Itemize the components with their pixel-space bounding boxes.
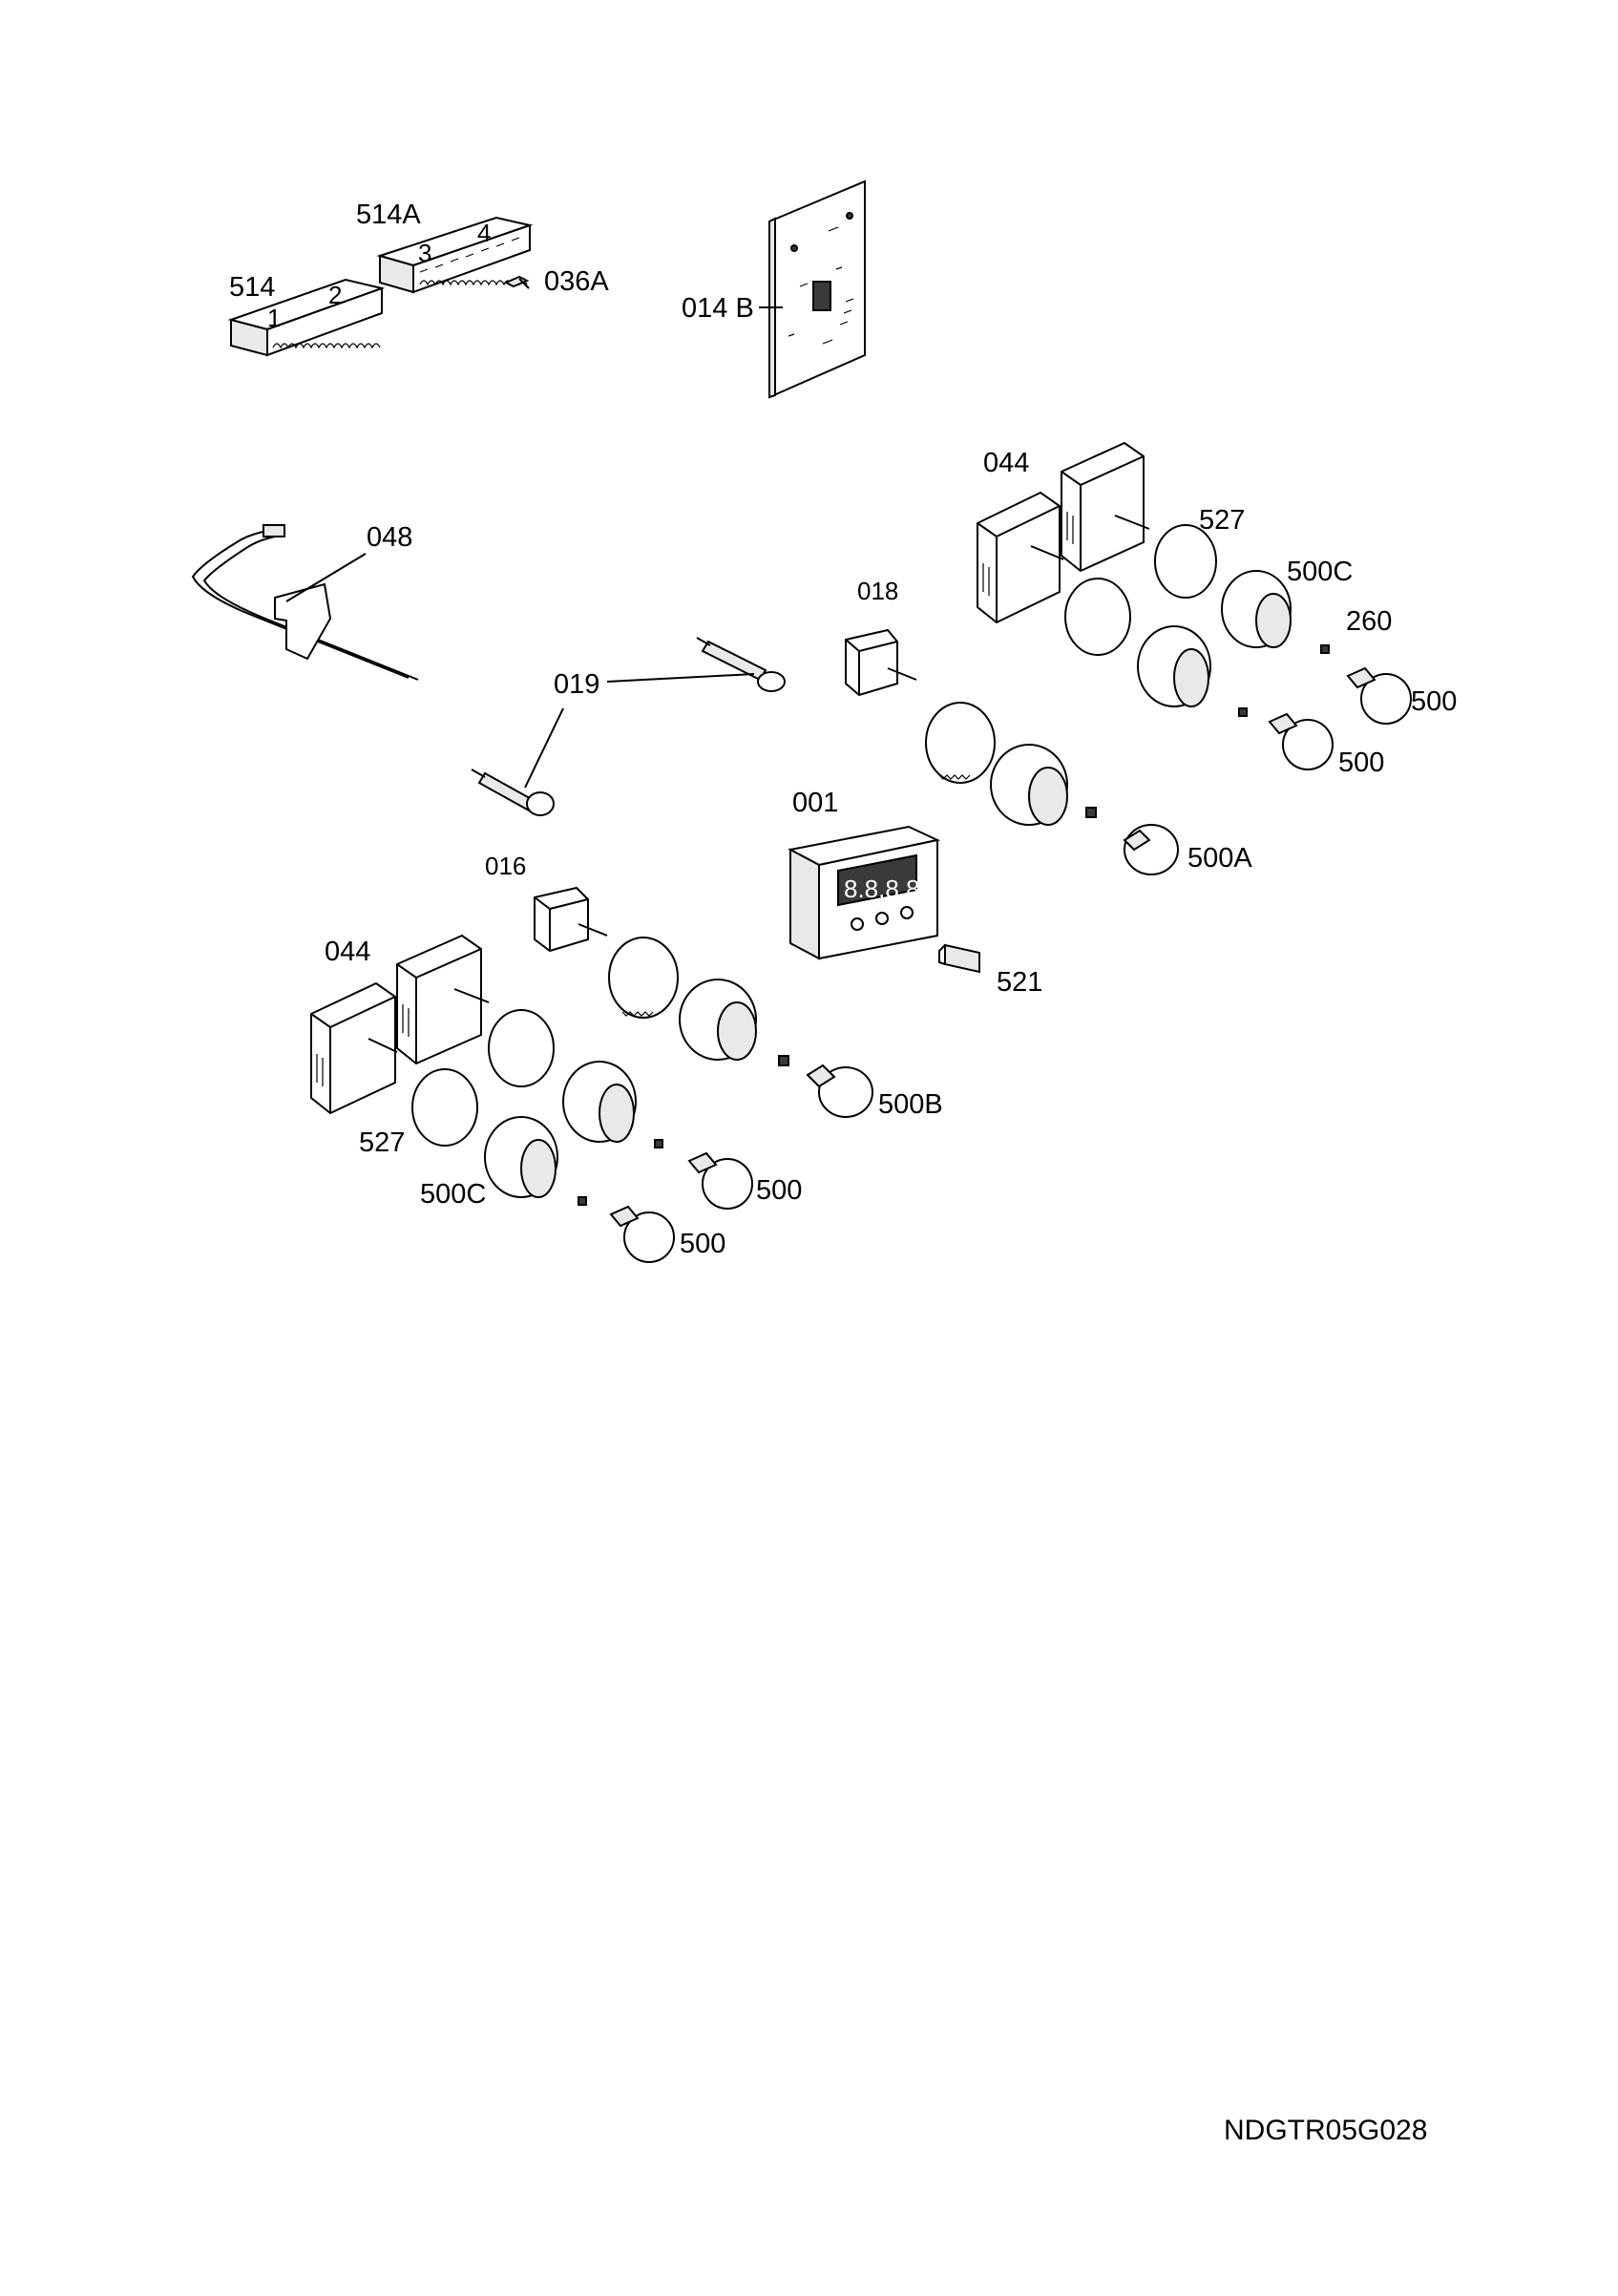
part-036A-screw <box>503 275 530 289</box>
part-019-lamp-lower <box>471 769 555 816</box>
svg-text:2: 2 <box>328 281 342 309</box>
part-514A-terminal-block: 3 4 <box>376 216 534 294</box>
label-500B: 500B <box>878 1089 943 1120</box>
leader-048 <box>285 553 367 602</box>
part-260-spring <box>1238 644 1330 717</box>
part-500C-bottom-knob-sleeves <box>484 1061 637 1198</box>
part-527-bottom-knob-bases <box>411 1009 555 1147</box>
part-514-terminal-block: 1 2 <box>227 278 386 357</box>
part-500-bottom-knobs <box>578 1139 753 1263</box>
label-048: 048 <box>367 522 412 553</box>
part-521-clip <box>938 943 980 974</box>
label-016: 016 <box>485 852 526 880</box>
drawing-code: NDGTR05G028 <box>1224 2115 1427 2146</box>
part-018-knob-set <box>925 702 1179 875</box>
label-260: 260 <box>1346 606 1392 637</box>
part-044-top-energy-regulators <box>977 441 1150 624</box>
label-001: 001 <box>792 788 838 818</box>
leader-019-lower <box>524 707 564 789</box>
label-500-bot1: 500 <box>756 1175 802 1206</box>
label-500C-top: 500C <box>1287 557 1353 587</box>
part-016-knob-set <box>608 937 873 1118</box>
label-036A: 036A <box>544 266 609 297</box>
part-016-switch <box>534 886 608 953</box>
part-044-bottom-energy-regulators <box>310 934 490 1115</box>
label-514: 514 <box>229 272 275 303</box>
leader-019-upper <box>606 673 755 683</box>
svg-text:3: 3 <box>418 239 431 267</box>
label-527-bot: 527 <box>359 1127 405 1158</box>
svg-text:1: 1 <box>267 304 281 332</box>
label-019: 019 <box>554 669 599 700</box>
part-018-switch <box>845 628 917 697</box>
label-500-top1: 500 <box>1411 686 1457 717</box>
part-500-top-knobs <box>1268 666 1412 770</box>
part-001-display-timer: 8.8.8.8 <box>788 825 941 960</box>
part-048-sensor <box>191 524 419 681</box>
label-014B: 014 B <box>682 293 754 324</box>
label-500A: 500A <box>1187 843 1252 874</box>
label-514A: 514A <box>356 200 421 230</box>
label-500-bot2: 500 <box>680 1229 725 1259</box>
label-018: 018 <box>857 577 898 605</box>
part-019-lamp-upper <box>696 637 786 692</box>
part-014B-circuit-board <box>768 179 866 399</box>
label-044-bot: 044 <box>325 937 370 967</box>
label-500C-bot: 500C <box>420 1179 486 1210</box>
label-500-top2: 500 <box>1338 748 1384 778</box>
svg-text:4: 4 <box>477 219 491 247</box>
label-527-top: 527 <box>1199 505 1245 536</box>
label-044-top: 044 <box>983 448 1029 478</box>
part-500C-top-knob-sleeves <box>1137 570 1292 707</box>
svg-text:8.8.8.8: 8.8.8.8 <box>844 874 920 903</box>
label-521: 521 <box>997 967 1042 998</box>
part-527-top-knob-bases <box>1064 524 1217 656</box>
